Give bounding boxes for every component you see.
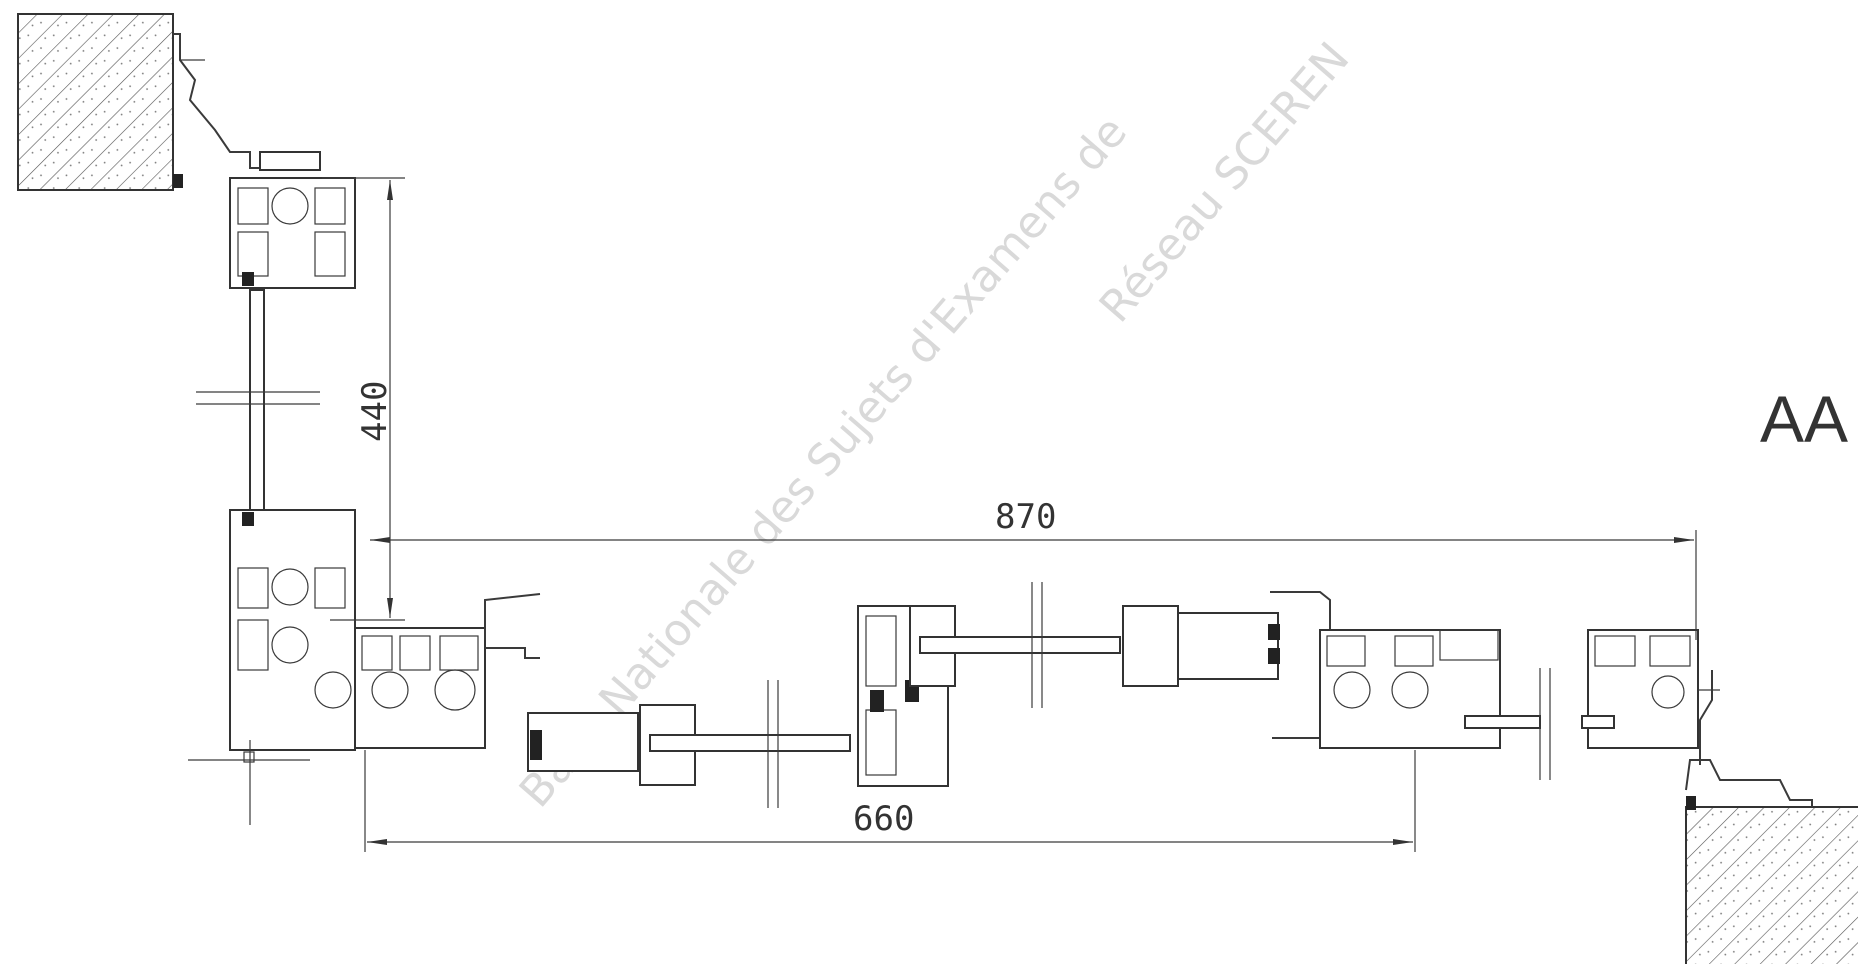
wall-bottom-right [1685,670,1858,964]
watermark-line-2: Réseau SCEREN [1090,33,1360,332]
dimension-440: 440 [322,177,405,621]
right-frame-profile [1319,629,1551,780]
left-frame-top-profile [229,177,356,289]
section-label: AA [1760,382,1848,456]
left-glazing [196,289,320,516]
dimension-660-label: 660 [853,799,914,839]
dimension-870: 870 [370,497,1697,640]
dimension-440-label: 440 [355,381,395,442]
far-right-profile [1581,629,1720,749]
central-interlock [857,605,956,787]
watermark-line-1: Base Nationale des Sujets d'Examens de [510,107,1137,818]
corner-profile [314,593,541,749]
dimension-660: 660 [364,750,1416,852]
sash-lower-left [527,680,851,808]
dimension-870-label: 870 [995,497,1056,537]
sash-upper-right [919,582,1331,739]
left-frame-bottom-profile [188,509,356,825]
wall-top-left [17,13,321,191]
